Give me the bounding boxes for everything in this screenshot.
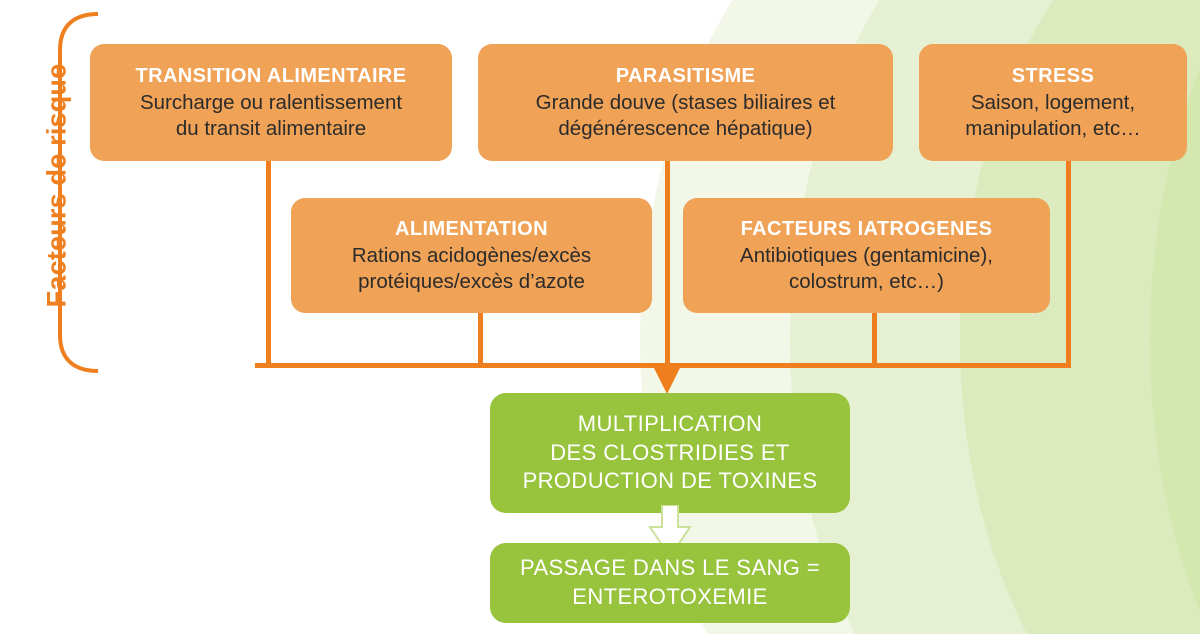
card-body-line-1: Grande douve (stases biliaires et xyxy=(535,91,836,115)
outcome-line-2: DES CLOSTRIDIES ET xyxy=(550,439,790,465)
card-title: ALIMENTATION xyxy=(395,217,548,240)
card-transition-alimentaire: TRANSITION ALIMENTAIRE Surcharge ou rale… xyxy=(90,44,452,161)
card-body-line-2: protéiques/excès d’azote xyxy=(358,269,585,293)
left-bracket xyxy=(58,12,99,373)
card-title: TRANSITION ALIMENTAIRE xyxy=(135,64,407,87)
outcome-line-2: ENTEROTOXEMIE xyxy=(572,584,768,609)
outcome-line-1: MULTIPLICATION xyxy=(577,411,763,437)
card-title: STRESS xyxy=(1011,64,1095,87)
connector-transition-alimentaire xyxy=(266,158,271,365)
card-parasitisme: PARASITISME Grande douve (stases biliair… xyxy=(478,44,893,161)
card-body-line-1: Saison, logement, xyxy=(970,91,1136,115)
card-passage-dans-le-sang: PASSAGE DANS LE SANG = ENTEROTOXEMIE xyxy=(490,543,850,623)
card-body-line-2: du transit alimentaire xyxy=(175,116,367,140)
card-body-line-1: Surcharge ou ralentissement xyxy=(139,91,403,115)
arrow-down-to-multiplication-icon xyxy=(654,368,680,394)
connector-horizontal-spine xyxy=(255,363,1071,368)
card-body-line-2: manipulation, etc… xyxy=(965,116,1141,140)
card-alimentation: ALIMENTATION Rations acidogènes/excès pr… xyxy=(291,198,652,313)
card-body-line-2: colostrum, etc…) xyxy=(789,269,944,293)
card-title: PARASITISME xyxy=(615,64,756,87)
card-body-line-1: Antibiotiques (gentamicine), xyxy=(740,244,993,268)
connector-facteurs-iatrogenes xyxy=(872,312,877,365)
connector-stress xyxy=(1066,158,1071,365)
outcome-line-3: PRODUCTION DE TOXINES xyxy=(522,468,818,494)
card-facteurs-iatrogenes: FACTEURS IATROGENES Antibiotiques (genta… xyxy=(683,198,1050,313)
card-title: FACTEURS IATROGENES xyxy=(740,217,993,240)
connector-alimentation xyxy=(478,312,483,365)
card-stress: STRESS Saison, logement, manipulation, e… xyxy=(919,44,1187,161)
card-multiplication-clostridies: MULTIPLICATION DES CLOSTRIDIES ET PRODUC… xyxy=(490,393,850,513)
card-body-line-1: Rations acidogènes/excès xyxy=(351,244,592,268)
connector-parasitisme xyxy=(665,158,670,371)
card-body-line-2: dégénérescence hépatique) xyxy=(558,116,813,140)
outcome-line-1: PASSAGE DANS LE SANG = xyxy=(520,555,820,581)
arrow-down-to-enterotoxemie-icon xyxy=(637,504,703,561)
